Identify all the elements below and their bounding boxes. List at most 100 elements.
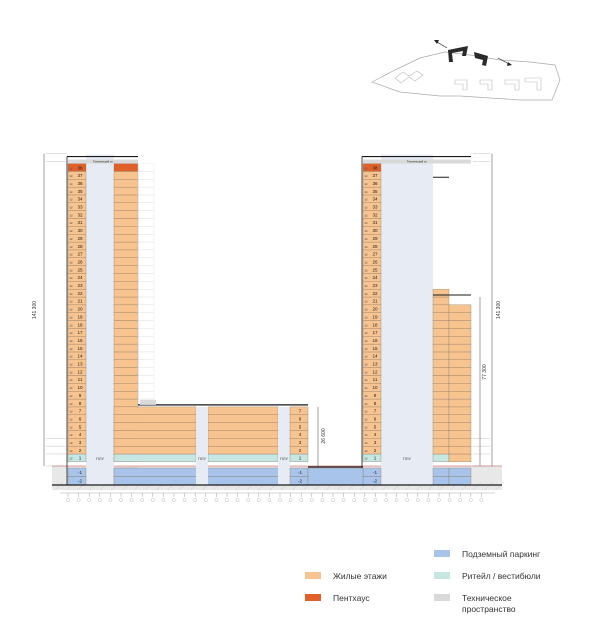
soil-hatch	[472, 481, 482, 491]
axis-marker	[479, 498, 484, 502]
floor-stair-mark: ш	[365, 410, 368, 414]
floor-number-label: 24	[372, 275, 378, 280]
floor-slab	[113, 186, 139, 196]
floor-slab	[113, 367, 139, 376]
floor-slab	[207, 430, 279, 439]
floor-slab	[113, 391, 139, 400]
floor-stair-mark: ш	[70, 425, 73, 429]
floor-slab	[432, 398, 450, 408]
floor-number-label: 28	[77, 244, 83, 249]
floor-slab	[432, 430, 450, 439]
floor-stair-mark: ш	[70, 292, 73, 296]
floor-number-label: -1	[373, 470, 378, 475]
ghost-floor	[137, 171, 155, 180]
axis-marker	[246, 498, 250, 502]
floor-stair-mark: ш	[365, 292, 368, 296]
axis-marker	[437, 498, 441, 502]
floor-stair-mark: ш	[70, 221, 73, 225]
axis-grid	[60, 492, 495, 502]
floor-slab	[448, 430, 472, 439]
highlighted-building	[448, 46, 468, 62]
axis-marker	[458, 498, 463, 502]
floor-slab	[432, 328, 450, 337]
floor-stair-mark: ш	[365, 402, 368, 406]
floor-slab	[113, 226, 139, 235]
legend-swatch-penthouse	[305, 594, 321, 601]
floor-number-label: 23	[77, 283, 83, 288]
floor-stair-mark: ш	[70, 370, 73, 374]
floor-number-label: 8	[374, 401, 377, 406]
floor-slab	[113, 194, 139, 203]
floor-number-label: 32	[77, 212, 83, 217]
floor-slab	[432, 312, 450, 321]
floor-stair-mark: ш	[70, 315, 73, 319]
axis-marker	[384, 498, 388, 502]
floor-number-label: 8	[79, 401, 82, 406]
axis-marker	[278, 498, 282, 502]
floor-stair-mark: ш	[70, 331, 73, 335]
floor-slab	[113, 438, 197, 447]
floor-number-label: 6	[374, 416, 377, 421]
floor-slab	[432, 367, 450, 376]
floor-stair-mark: ш	[365, 449, 368, 453]
floor-number-label: 32	[372, 212, 378, 217]
floor-slab	[113, 210, 139, 219]
ghost-floor	[137, 163, 155, 172]
floor-number-label: 31	[77, 220, 83, 225]
floor-number-label: 38	[77, 165, 83, 170]
left-tower: ПЛУ1ш2ш3ш4ш5ш6ш7ш8ш9ш10ш11ш12ш13ш14ш15ш1…	[66, 154, 139, 486]
floor-slab	[207, 414, 279, 423]
ghost-floor	[137, 265, 155, 274]
floor-slab	[448, 328, 472, 337]
floor-number-label: 14	[77, 354, 83, 359]
floor-number-label: 29	[372, 236, 378, 241]
ghost-floor	[137, 351, 155, 360]
floor-slab	[448, 453, 472, 463]
floor-slab	[448, 367, 472, 376]
floor-slab	[432, 383, 450, 392]
floor-stair-mark: ш	[365, 213, 368, 217]
site-building-outline	[454, 77, 542, 91]
dimension-mid-block: 77 300	[482, 364, 488, 380]
legend-item-retail: Ритейл / вестибюли	[434, 571, 541, 582]
floor-slab	[448, 375, 472, 384]
ghost-floor	[137, 383, 155, 392]
floor-number-label: 9	[374, 393, 377, 398]
axis-marker	[405, 498, 410, 502]
floor-slab	[113, 249, 139, 258]
right-tower: ПЛУ1ш2ш3ш4ш5ш6ш7ш8ш9ш10ш11ш12ш13ш14ш15ш1…	[361, 154, 472, 486]
floor-number-label: 7	[299, 409, 302, 414]
axis-marker	[426, 498, 431, 502]
axis-marker	[182, 498, 187, 502]
floor-stair-mark: ш	[365, 417, 368, 421]
floor-slab	[448, 414, 472, 423]
floor-number-label: 34	[77, 197, 83, 202]
floor-number-label: 21	[77, 299, 83, 304]
floor-stair-mark: ш	[365, 284, 368, 288]
floor-stair-mark: ш	[365, 315, 368, 319]
floor-stair-mark: ш	[70, 433, 73, 437]
axis-marker	[225, 498, 229, 502]
parking-level	[432, 467, 450, 477]
floor-stair-mark: ш	[70, 198, 73, 202]
floor-number-label: 26	[372, 259, 378, 264]
floor-number-label: 4	[79, 432, 82, 437]
core-shaft	[196, 406, 208, 485]
soil-hatch	[484, 481, 493, 491]
floor-slab	[113, 281, 139, 290]
technical-floor-label: Технический эт.	[407, 160, 427, 164]
floor-slab	[432, 414, 450, 423]
ghost-floor	[137, 367, 155, 376]
floor-stair-mark: ш	[365, 363, 368, 367]
floor-number-label: 15	[372, 346, 378, 351]
floor-stair-mark: ш	[365, 276, 368, 280]
legend-label-technical: Техническое пространство	[462, 593, 516, 614]
floor-stair-mark: ш	[70, 378, 73, 382]
floor-number-label: -1	[298, 470, 303, 475]
ghost-floor	[137, 320, 155, 329]
floor-stair-mark: ш	[365, 308, 368, 312]
floor-slab	[113, 343, 139, 353]
floor-slab	[448, 398, 472, 408]
floor-stair-mark: ш	[70, 386, 73, 390]
